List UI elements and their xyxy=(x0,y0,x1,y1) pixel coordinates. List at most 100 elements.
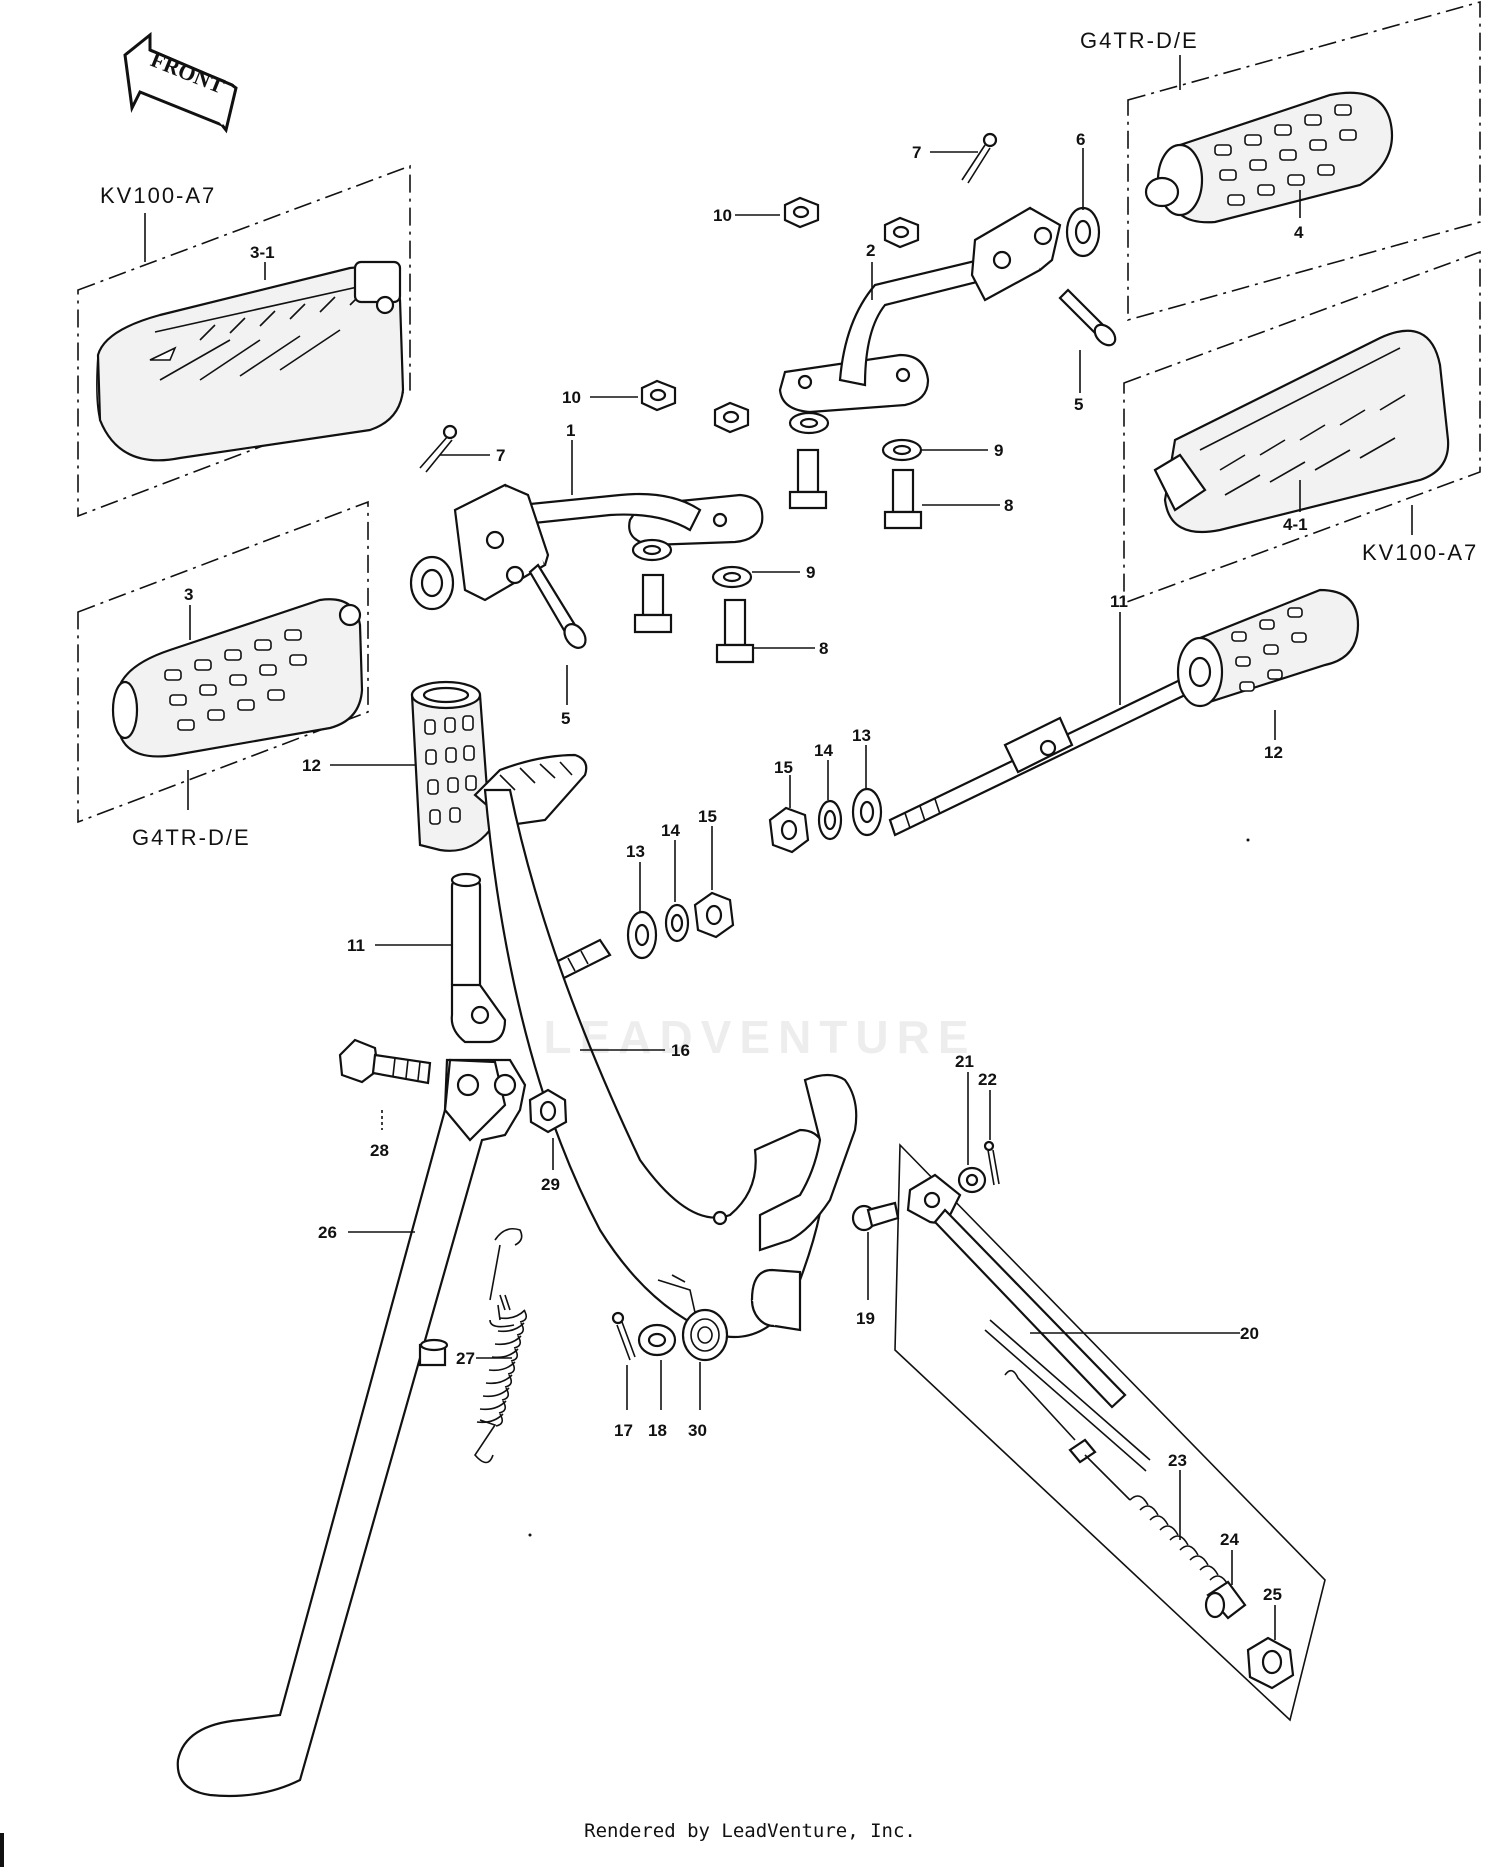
footpeg-bracket-2 xyxy=(778,206,1062,414)
callout-5-lower: 5 xyxy=(561,709,570,728)
clevis-pin-5-lower xyxy=(528,563,587,649)
footpeg-3-1 xyxy=(96,260,405,462)
washer-9-c xyxy=(631,538,673,562)
callout-9-lower: 9 xyxy=(806,563,815,582)
nut-bracket-1 xyxy=(713,401,750,434)
callout-20: 20 xyxy=(1240,1324,1259,1343)
footpeg-3 xyxy=(111,598,364,758)
clevis-pin-19 xyxy=(851,1201,900,1232)
callout-18: 18 xyxy=(648,1421,667,1440)
callout-11-left: 11 xyxy=(347,936,365,955)
callout-29: 29 xyxy=(541,1175,560,1194)
bolt-8-c xyxy=(633,573,673,634)
footpeg-box-kv100-left: KV100-A7 3-1 xyxy=(77,164,411,518)
cotter-pin-17 xyxy=(611,1311,636,1361)
model-label-kv100-middle-right: KV100-A7 xyxy=(1362,540,1478,565)
adjusting-nut-25 xyxy=(1246,1636,1295,1690)
nut-10-lower xyxy=(640,379,677,412)
washer-bracket-1 xyxy=(409,555,455,611)
grip-12-left xyxy=(410,680,492,852)
pivot-shaft-11-right xyxy=(888,678,1187,837)
washer-13-left xyxy=(626,910,658,960)
callout-8-lower: 8 xyxy=(819,639,828,658)
washer-9-a xyxy=(788,411,830,435)
bolt-8-b xyxy=(883,468,923,530)
front-arrow-icon: FRONT xyxy=(123,31,238,134)
callout-11-right: 11 xyxy=(1110,592,1128,611)
callout-23: 23 xyxy=(1168,1451,1187,1470)
footpeg-box-g4tr-left: G4TR-D/E 3 xyxy=(77,500,369,850)
footpeg-4-1 xyxy=(1153,329,1450,534)
spring-27 xyxy=(473,1227,528,1464)
torsion-spring-30 xyxy=(657,1274,729,1362)
nut-10-upper xyxy=(783,196,820,229)
callout-25: 25 xyxy=(1263,1585,1282,1604)
washer-18 xyxy=(637,1323,677,1357)
footpeg-box-kv100-right: KV100-A7 4-1 xyxy=(1123,250,1481,605)
callout-9-upper: 9 xyxy=(994,441,1003,460)
footpeg-4 xyxy=(1144,91,1394,224)
callout-13-right: 13 xyxy=(852,726,871,745)
callout-12-left: 12 xyxy=(302,756,321,775)
callout-16: 16 xyxy=(671,1041,690,1060)
clevis-pin-5-upper xyxy=(1058,288,1117,347)
callout-13-left: 13 xyxy=(626,842,645,861)
spring-23 xyxy=(1129,1495,1229,1586)
cotter-pin-7-lower xyxy=(419,424,458,473)
callout-2: 2 xyxy=(866,241,875,260)
callout-12-right: 12 xyxy=(1264,743,1283,762)
callout-19: 19 xyxy=(856,1309,875,1328)
callout-5-upper: 5 xyxy=(1074,395,1083,414)
washer-6 xyxy=(1065,206,1101,258)
callout-28: 28 xyxy=(370,1141,389,1160)
callout-1: 1 xyxy=(566,421,575,440)
pivot-shaft-11-left xyxy=(450,872,507,1044)
model-label-g4tr-middle-left: G4TR-D/E xyxy=(132,825,251,850)
side-stand-26 xyxy=(176,1058,527,1798)
spring-pin-24 xyxy=(1204,1580,1247,1620)
nut-bracket-2 xyxy=(883,216,920,249)
callout-6: 6 xyxy=(1076,130,1085,149)
washer-14-right xyxy=(817,799,843,841)
footpeg-bracket-1 xyxy=(453,483,764,602)
nut-15-left xyxy=(693,891,735,939)
callout-15-right: 15 xyxy=(774,758,793,777)
callout-27: 27 xyxy=(456,1349,475,1368)
callout-17: 17 xyxy=(614,1421,633,1440)
bolt-28 xyxy=(338,1038,432,1085)
brake-rod-box-20 xyxy=(894,1143,1326,1722)
callout-7-lower: 7 xyxy=(496,446,505,465)
callout-4-1: 4-1 xyxy=(1283,515,1308,534)
callout-26: 26 xyxy=(318,1223,337,1242)
nut-15-right xyxy=(768,806,810,854)
callout-15-left: 15 xyxy=(698,807,717,826)
callout-14-right: 14 xyxy=(814,741,833,760)
brake-rod-20 xyxy=(906,1173,1151,1501)
callout-10-upper: 10 xyxy=(713,206,732,225)
callout-3: 3 xyxy=(184,585,193,604)
cotter-pin-22 xyxy=(983,1140,1000,1186)
callout-21: 21 xyxy=(955,1052,974,1071)
footpeg-box-g4tr-right: G4TR-D/E 4 xyxy=(1080,0,1481,322)
bolt-8-a xyxy=(788,448,828,510)
model-label-kv100-top-left: KV100-A7 xyxy=(100,183,216,208)
washer-13-right xyxy=(851,787,883,837)
bolt-8-d xyxy=(715,598,755,664)
brake-pedal-lever-16 xyxy=(483,788,858,1339)
callout-7-upper: 7 xyxy=(912,143,921,162)
callout-10-lower: 10 xyxy=(562,388,581,407)
washer-9-d xyxy=(711,565,753,589)
footer-credit: Rendered by LeadVenture, Inc. xyxy=(584,1820,916,1842)
callout-14-left: 14 xyxy=(661,821,680,840)
callout-24: 24 xyxy=(1220,1530,1239,1549)
model-label-g4tr-top-right: G4TR-D/E xyxy=(1080,28,1199,53)
callout-3-1: 3-1 xyxy=(250,243,275,262)
washer-14-left xyxy=(664,903,690,943)
watermark: LEADVENTURE xyxy=(543,1011,977,1063)
washer-9-b xyxy=(881,438,923,462)
callout-30: 30 xyxy=(688,1421,707,1440)
callout-8-upper: 8 xyxy=(1004,496,1013,515)
cotter-pin-7-upper xyxy=(961,132,998,184)
washer-21 xyxy=(957,1166,987,1194)
